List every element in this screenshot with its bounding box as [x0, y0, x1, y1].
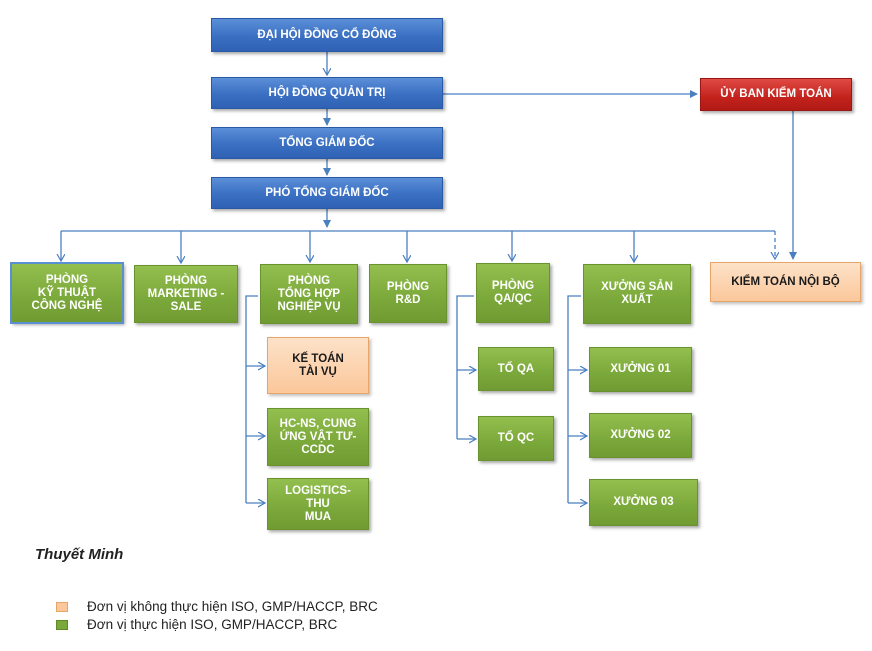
accounting-box: KẾ TOÁN TÀI VỤ [267, 337, 369, 394]
shareholders-box: ĐẠI HỘI ĐỒNG CỔ ĐÔNG [211, 18, 443, 52]
legend-swatch-green [56, 619, 68, 630]
tech-dept-box: PHÒNG KỸ THUẬT CÔNG NGHỆ [10, 262, 124, 324]
legend-label-iso: Đơn vị thực hiện ISO, GMP/HACCP, BRC [87, 617, 338, 632]
branch-qaqc [456, 295, 474, 439]
production-box: XƯỞNG SẢN XUẤT [583, 264, 691, 324]
workshop-3-box: XƯỞNG 03 [589, 479, 698, 526]
qaqc-dept-box: PHÒNG QA/QC [476, 263, 550, 323]
board-box: HỘI ĐỒNG QUẢN TRỊ [211, 77, 443, 109]
workshop-2-box: XƯỞNG 02 [589, 413, 692, 458]
general-dept-box: PHÒNG TỔNG HỢP NGHIỆP VỤ [260, 264, 358, 324]
qc-team-box: TỔ QC [478, 416, 554, 461]
deputy-ceo-box: PHÓ TỔNG GIÁM ĐỐC [211, 177, 443, 209]
audit-committee-box: ỦY BAN KIỂM TOÁN [700, 78, 852, 111]
legend-item-iso: Đơn vị thực hiện ISO, GMP/HACCP, BRC [56, 617, 337, 632]
logistics-box: LOGISTICS- THU MUA [267, 478, 369, 530]
legend-swatch-orange [56, 601, 68, 612]
legend-label-non-iso: Đơn vị không thực hiện ISO, GMP/HACCP, B… [87, 599, 378, 614]
branch-production [567, 295, 581, 503]
workshop-1-box: XƯỞNG 01 [589, 347, 692, 392]
ceo-box: TỔNG GIÁM ĐỐC [211, 127, 443, 159]
branch-general [245, 295, 258, 503]
rnd-dept-box: PHÒNG R&D [369, 264, 447, 323]
internal-audit-box: KIỂM TOÁN NỘI BỘ [710, 262, 861, 302]
legend-title: Thuyết Minh [35, 546, 124, 563]
hr-supply-box: HC-NS, CUNG ỨNG VẬT TƯ- CCDC [267, 408, 369, 466]
marketing-dept-box: PHÒNG MARKETING - SALE [134, 265, 238, 323]
qa-team-box: TỔ QA [478, 347, 554, 391]
legend-item-non-iso: Đơn vị không thực hiện ISO, GMP/HACCP, B… [56, 599, 378, 614]
